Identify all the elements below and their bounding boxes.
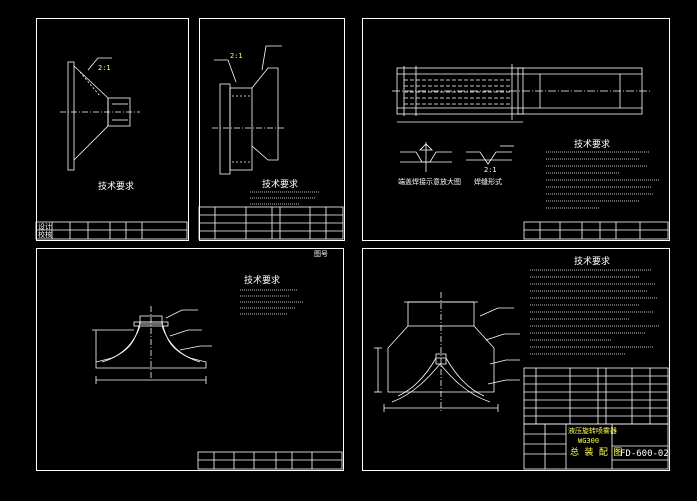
part-sleeve-top-mid (212, 45, 286, 175)
part-assembly-bottom-right (374, 292, 520, 412)
detail-a-label: 端盖焊接示意放大图 (398, 178, 461, 186)
sheet-top-right (362, 18, 670, 241)
sheet-bottom-left (36, 248, 344, 471)
tech-notes-bottom-left (240, 289, 304, 315)
bottom-right-tech-title: 技术要求 (574, 257, 611, 267)
title-block-bottom-left (197, 451, 343, 470)
sheet-top-left (36, 18, 189, 241)
bottom-left-corner-label: 图号 (314, 250, 328, 258)
top-left-tech-title: 技术要求 (98, 182, 135, 192)
top-mid-tech-title: 技术要求 (262, 180, 299, 190)
title-block-unit: 总 装 配 图 (570, 448, 623, 458)
title-block-top-right (523, 221, 669, 240)
bottom-left-tech-title: 技术要求 (244, 276, 281, 286)
part-funnel-top-left (60, 57, 140, 171)
parts-list-bottom-right (523, 367, 669, 425)
tech-notes-bottom-right (530, 269, 660, 355)
tech-notes-top-right (546, 151, 660, 209)
detail-a-weld (400, 142, 452, 172)
detail-a-scale: 2:1 (484, 166, 497, 174)
top-mid-label-scale: 2:1 (230, 52, 243, 60)
sheet-top-mid (199, 18, 345, 241)
top-left-tb-checker: 校核 (38, 231, 52, 239)
title-block-product: 液压旋转喷雾器 (568, 427, 617, 435)
title-block-drawing-no: FD-600-02 (620, 449, 669, 459)
detail-b-label: 焊缝形式 (474, 178, 502, 186)
title-block-top-left (35, 221, 188, 240)
title-block-bottom-right (523, 423, 669, 470)
title-block-model: WG300 (578, 437, 600, 445)
top-left-tb-designer: 设计 (38, 223, 52, 231)
sheet-bottom-right (362, 248, 670, 471)
part-base-bottom-left (92, 306, 212, 384)
detail-b-weld (466, 145, 514, 165)
part-tube-top-right (392, 64, 650, 123)
title-block-top-mid (198, 206, 344, 240)
tech-notes-top-mid (250, 191, 320, 205)
top-right-tech-title: 技术要求 (574, 140, 611, 150)
top-left-label-scale: 2:1 (98, 64, 111, 72)
